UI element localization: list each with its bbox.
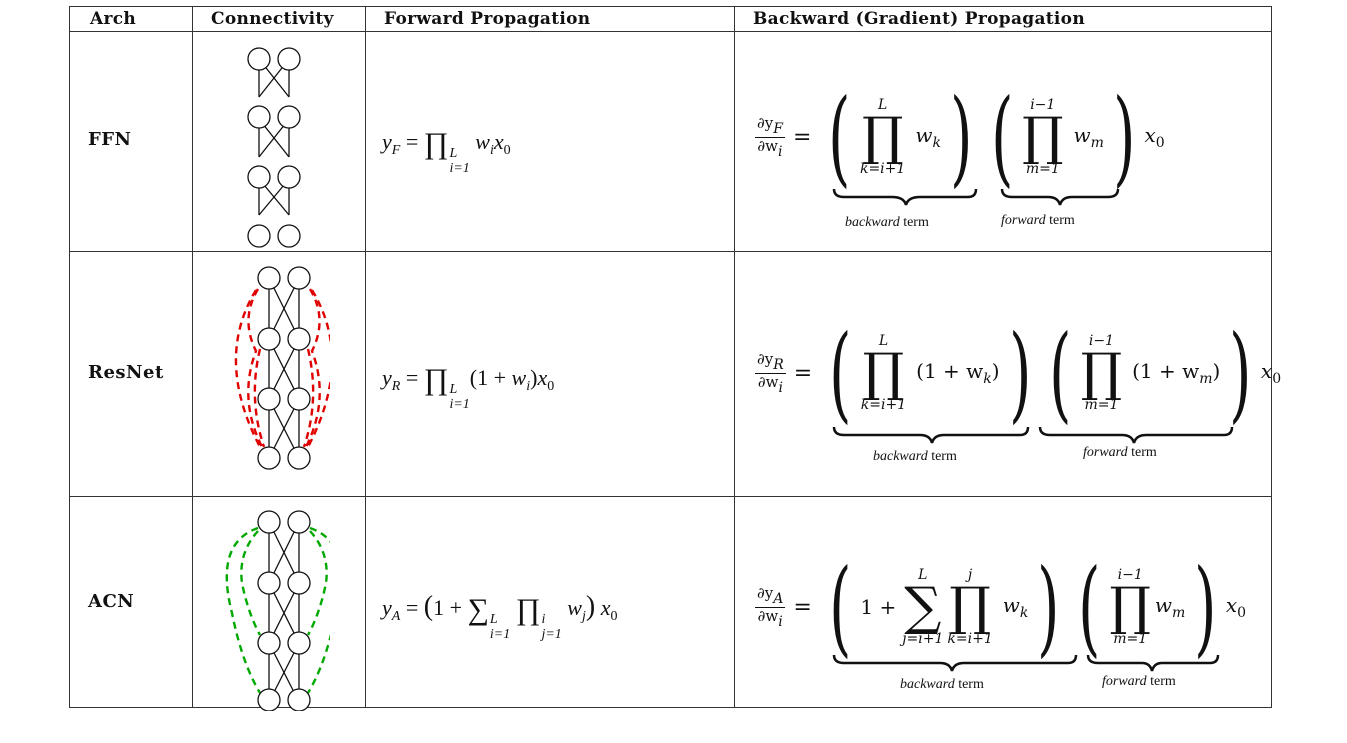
arch-label-ffn: FFN	[88, 129, 132, 150]
underbraces-acn	[832, 654, 1220, 672]
arch-label-acn: ACN	[88, 591, 135, 612]
header-forward: Forward Propagation	[384, 9, 591, 29]
backward-term-label: backward term	[900, 677, 984, 692]
ffn-network-diagram	[247, 47, 301, 248]
forward-term-label: forward term	[1102, 674, 1176, 689]
header-divider	[70, 31, 1271, 32]
col-divider	[365, 7, 366, 707]
backward-eq-acn: ∂yA∂wi = ( 1 + L∑j=i+1 j∏k=i+1 wk ) ( i−…	[755, 546, 1247, 668]
underbraces-ffn	[832, 188, 1120, 206]
row-divider	[70, 496, 1271, 497]
arch-label-resnet: ResNet	[88, 362, 164, 383]
header-arch: Arch	[90, 9, 137, 29]
skip-connections	[225, 526, 330, 694]
col-divider	[734, 7, 735, 707]
skip-connections	[234, 288, 330, 448]
forward-term-label: forward term	[1001, 213, 1075, 228]
header-connectivity: Connectivity	[211, 9, 334, 29]
backward-eq-ffn: ∂yF∂wi = ( L∏k=i+1 wk ) ( i−1∏m=1 wm ) x…	[755, 76, 1165, 198]
row-divider	[70, 251, 1271, 252]
header-backward: Backward (Gradient) Propagation	[753, 9, 1085, 29]
backward-term-label: backward term	[845, 215, 929, 230]
resnet-network-diagram	[234, 266, 330, 470]
backward-term-label: backward term	[873, 449, 957, 464]
underbraces-resnet	[832, 426, 1234, 444]
col-divider	[192, 7, 193, 707]
forward-term-label: forward term	[1083, 445, 1157, 460]
comparison-table: Arch Connectivity Forward Propagation Ba…	[69, 6, 1281, 711]
backward-eq-resnet: ∂yR∂wi = ( L∏k=i+1 (1 + wk) ) ( i−1∏m=1 …	[755, 312, 1282, 434]
acn-network-diagram	[225, 510, 330, 711]
